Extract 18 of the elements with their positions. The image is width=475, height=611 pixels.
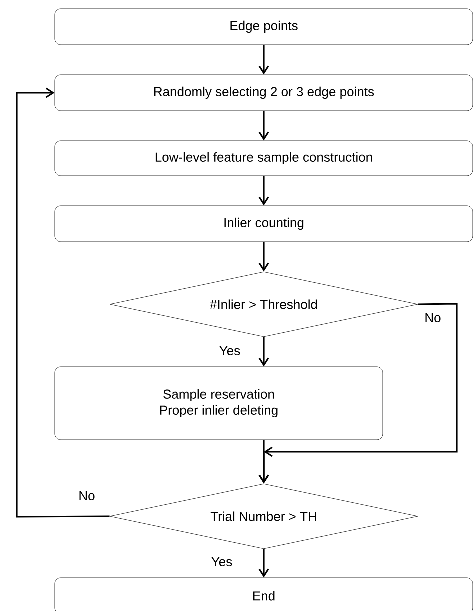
process-box: Randomly selecting 2 or 3 edge points	[54, 74, 474, 112]
arrow	[258, 549, 270, 578]
process-box: End	[54, 578, 474, 611]
edge-label: No	[78, 490, 96, 502]
process-box: Inlier counting	[54, 206, 474, 242]
edge-label: Yes	[218, 345, 242, 357]
arrow	[258, 440, 270, 484]
arrow	[258, 242, 270, 272]
process-box: Low-level feature sample construction	[54, 140, 474, 176]
arrow	[16, 88, 110, 518]
process-box: Edge points	[54, 8, 474, 46]
arrow	[258, 176, 270, 206]
arrow	[258, 45, 270, 75]
process-box: Sample reservation Proper inlier deleting	[54, 366, 384, 440]
edge-label: Yes	[210, 556, 234, 568]
arrow	[258, 337, 270, 367]
arrow	[258, 111, 270, 141]
edge-label: No	[424, 312, 442, 324]
